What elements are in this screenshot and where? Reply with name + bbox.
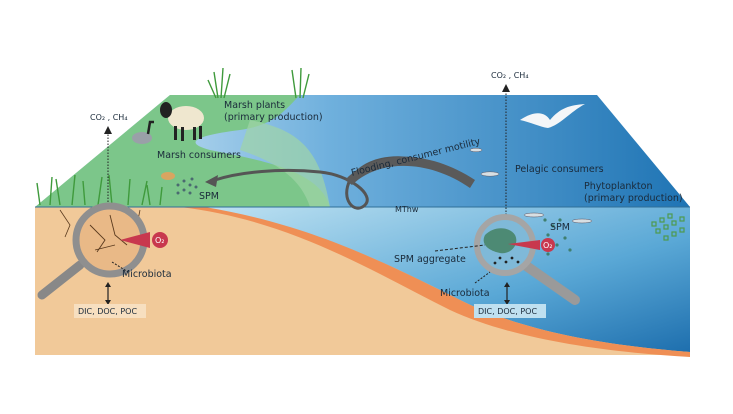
goose-icon (132, 120, 154, 144)
phytoplankton-label: Phytoplankton (584, 181, 652, 192)
phytoplankton-icon (651, 213, 685, 241)
flooding-arrow-band (345, 156, 475, 188)
exchange-arrow-sediment (105, 282, 111, 305)
mthw-label: MThw (395, 205, 419, 214)
phytoplankton-sublabel: (primary production) (584, 193, 683, 204)
co2-ch4-label-marsh: CO₂ , CH₄ (90, 113, 128, 122)
sheep-icon (160, 102, 204, 141)
dic-box-water (474, 304, 546, 318)
marsh-fringe (240, 120, 330, 207)
dic-box-sediment (74, 304, 146, 318)
spm-particles-water (543, 218, 572, 256)
marsh-consumers-label: Marsh consumers (157, 150, 241, 161)
water-column (200, 207, 690, 352)
o2-sediment-label: O₂ (155, 236, 165, 245)
fish-icon (469, 147, 593, 224)
microbiota-sediment-label: Microbiota (122, 269, 172, 280)
spm-aggregate-pointer (434, 244, 486, 252)
marsh-plants-label: Marsh plants (224, 100, 285, 111)
spm-aggregate-label: SPM aggregate (394, 254, 466, 265)
gas-flux-arrow-water (502, 84, 510, 215)
seagull-icon (520, 104, 585, 128)
magnifier-water-icon (474, 214, 580, 305)
marsh-plants-sublabel: (primary production) (224, 112, 323, 123)
gas-flux-arrow-marsh (104, 126, 112, 205)
co2-ch4-label-water: CO₂ , CH₄ (491, 71, 529, 80)
dic-doc-poc-sediment-label: DIC, DOC, POC (78, 307, 137, 316)
vole-icon (161, 172, 175, 180)
spm-particles-marsh (176, 177, 198, 195)
o2-water-label: O₂ (543, 241, 553, 250)
grass-icon (36, 67, 310, 206)
microbiota-water-label: Microbiota (440, 288, 490, 299)
exchange-arrow-water (504, 282, 510, 305)
microbiota-pointer (111, 261, 129, 273)
spm-marsh-label: SPM (199, 191, 219, 202)
spm-water-label: SPM (550, 222, 570, 233)
magnifier-sediment-icon (37, 202, 168, 300)
dic-doc-poc-water-label: DIC, DOC, POC (478, 307, 537, 316)
pelagic-consumers-label: Pelagic consumers (515, 164, 604, 175)
microbiota-water-pointer (474, 271, 491, 284)
arrow-head-icon (205, 175, 218, 187)
